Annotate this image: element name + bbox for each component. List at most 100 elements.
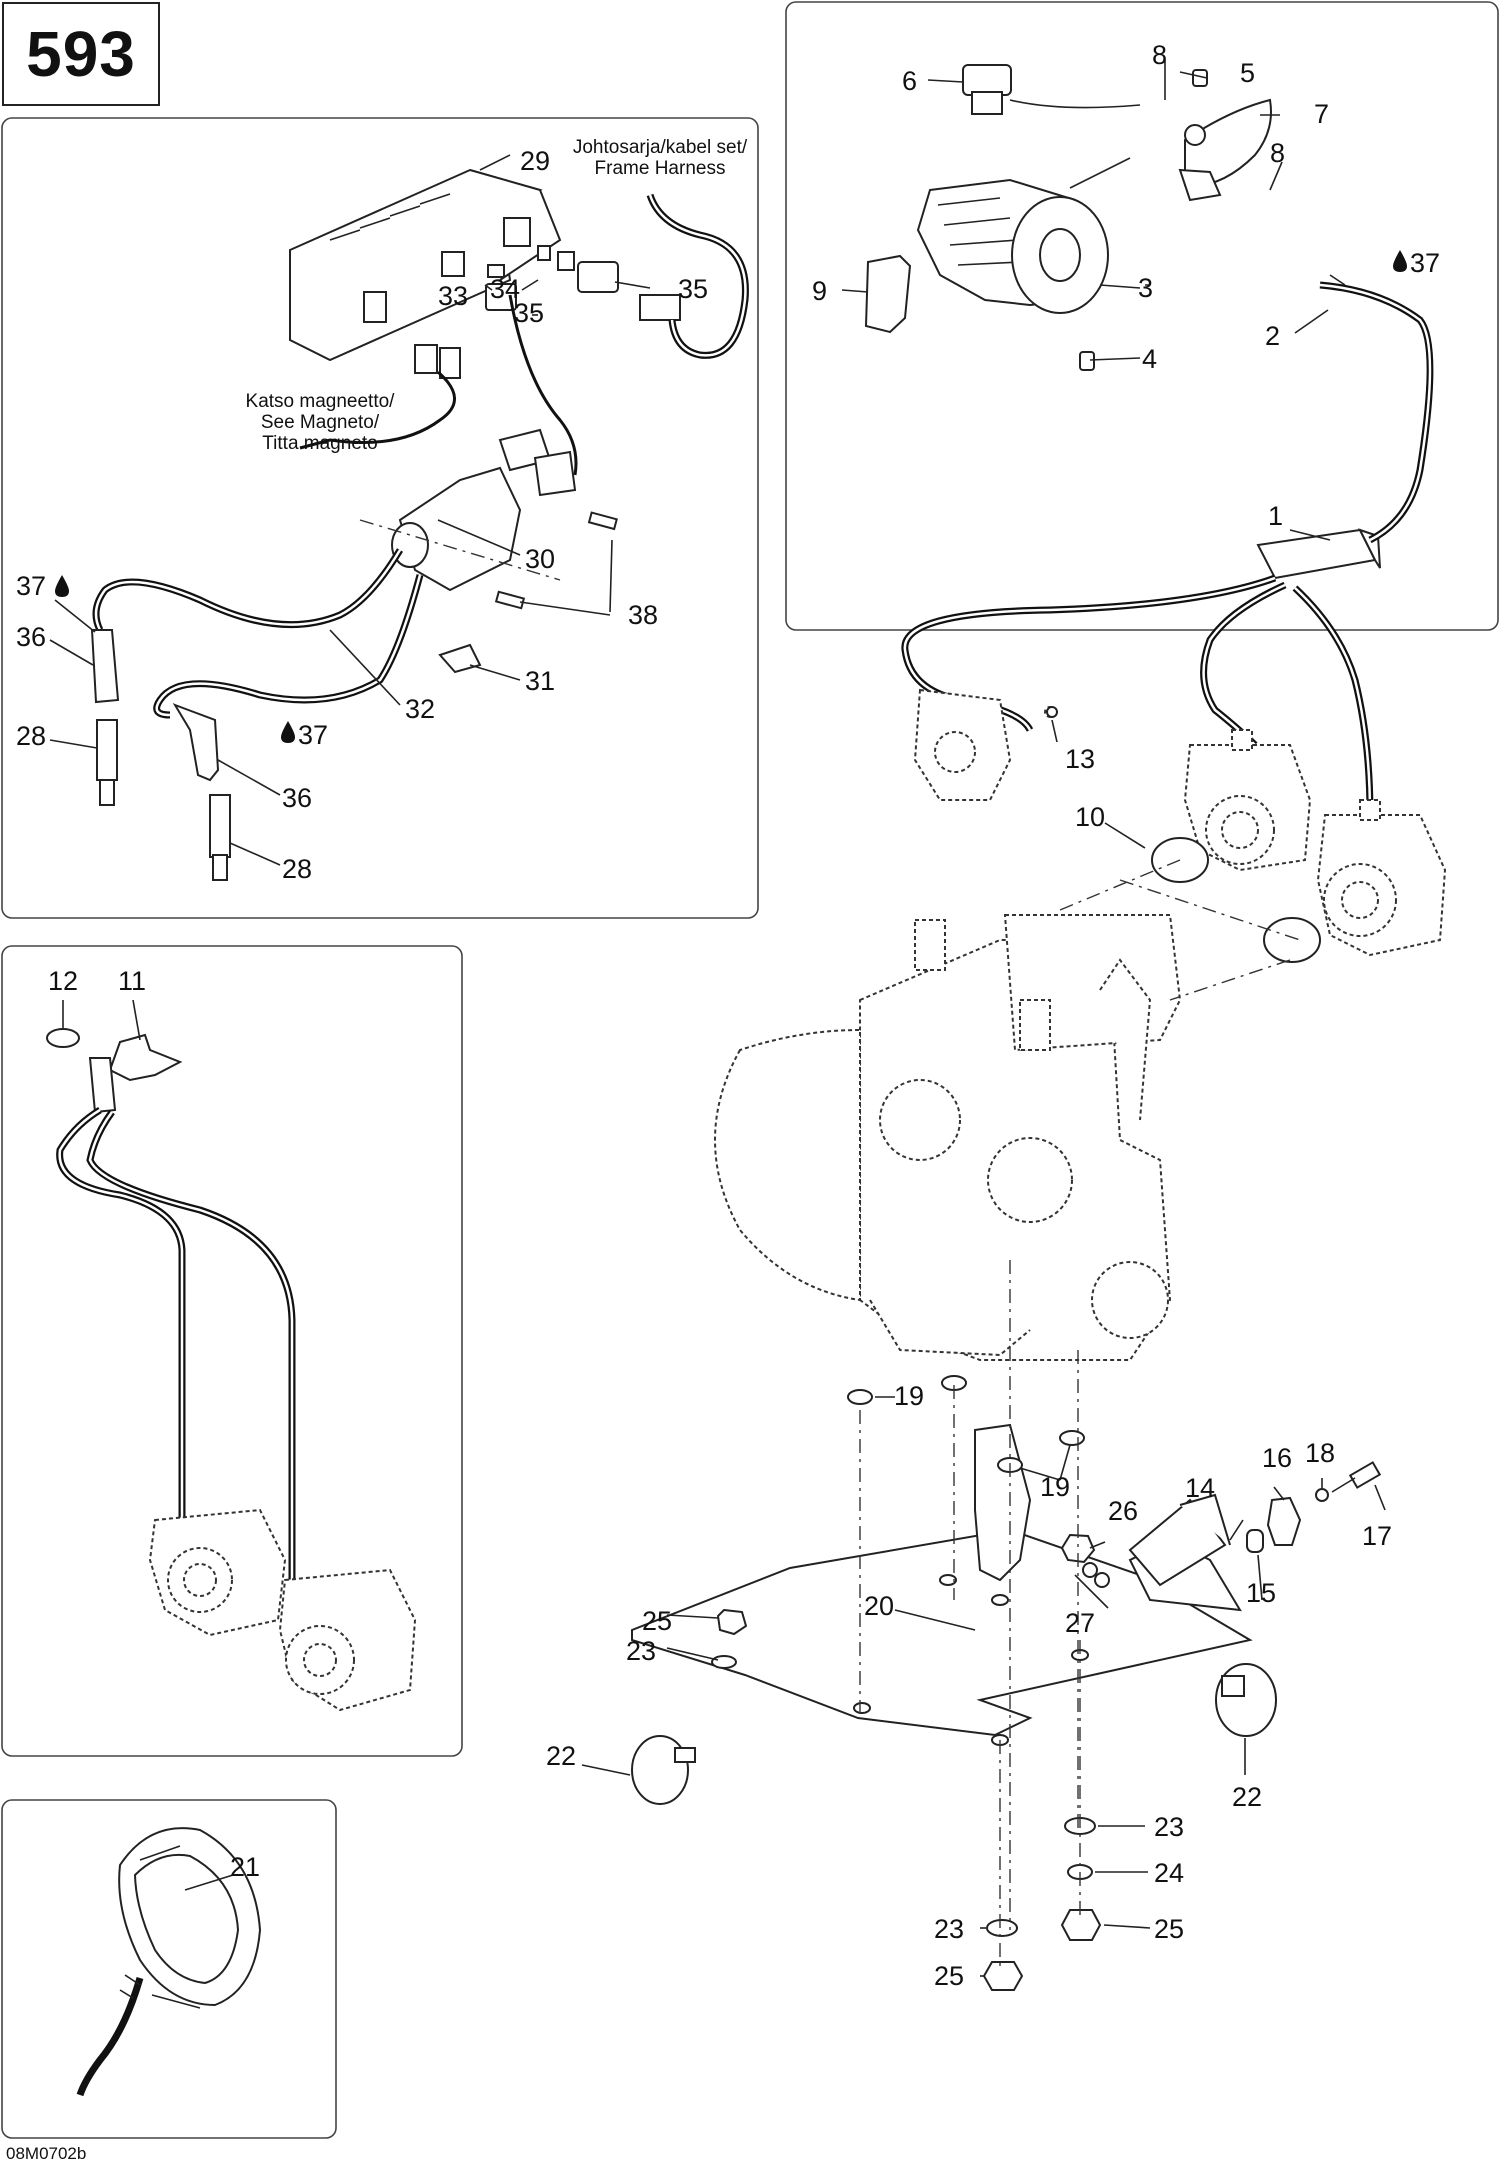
callout-3: 3 (1138, 273, 1153, 303)
throttle-lever (1178, 69, 1272, 202)
callout-9: 9 (812, 276, 827, 306)
leader-lines (49, 60, 1386, 1977)
carburetor-right (1316, 799, 1447, 957)
engine-mount-left (631, 1735, 696, 1805)
nut-25-right (1060, 1909, 1102, 1941)
callout-1: 1 (1268, 501, 1283, 531)
bolt-38b (494, 590, 526, 610)
note-frame-harness: Johtosarja/kabel set/ Frame Harness (573, 137, 748, 179)
note-see-magneto-line1: Katso magneetto/ (246, 391, 396, 412)
washer-18 (1315, 1488, 1329, 1502)
washer-19a (847, 1389, 873, 1405)
callout-28b: 28 (282, 854, 312, 884)
callouts: 1 2 3 4 5 6 7 8 8 9 10 11 12 13 14 15 16… (16, 40, 1440, 1991)
callout-21: 21 (230, 1852, 260, 1882)
panel-ignition (1, 117, 759, 919)
nut-13 (1046, 706, 1058, 718)
drop-icon (55, 575, 69, 597)
note-see-magneto-line2: See Magneto/ (261, 412, 380, 433)
nut-25-bottom (982, 1961, 1024, 1991)
note-frame-harness-line2: Frame Harness (595, 158, 726, 179)
callout-29: 29 (520, 146, 550, 176)
drawing-code: 08M0702b (6, 2144, 87, 2163)
rubber-mount-16 (1266, 1496, 1302, 1546)
callout-18: 18 (1305, 1438, 1335, 1468)
callout-19b: 19 (1040, 1472, 1070, 1502)
callout-27: 27 (1065, 1608, 1095, 1638)
callout-15: 15 (1246, 1578, 1276, 1608)
throttle-housing (916, 178, 1109, 314)
note-see-magneto: Katso magneetto/ See Magneto/ Titta magn… (246, 391, 396, 454)
drop-icon (281, 721, 295, 743)
callout-35b: 35 (678, 274, 708, 304)
callout-23c: 23 (934, 1914, 964, 1944)
nut-25-left (716, 1608, 748, 1636)
callout-34: 34 (490, 274, 520, 304)
callout-16: 16 (1262, 1443, 1292, 1473)
callout-37a-group: 37 (16, 571, 69, 601)
callout-32: 32 (405, 694, 435, 724)
callout-5: 5 (1240, 58, 1255, 88)
callout-28a: 28 (16, 721, 46, 751)
adjust-screw (1079, 351, 1095, 371)
callout-37a: 37 (16, 571, 46, 601)
washer-19d (1059, 1430, 1085, 1446)
callout-14: 14 (1185, 1473, 1215, 1503)
callout-12: 12 (48, 966, 78, 996)
callout-24: 24 (1154, 1858, 1184, 1888)
lock-washer-27a (1082, 1562, 1098, 1578)
callout-23b: 23 (1154, 1812, 1184, 1842)
harness-connectors (485, 245, 681, 321)
support-bracket (1128, 1493, 1231, 1587)
note-see-magneto-line3: Titta magneto (262, 433, 377, 454)
spark-plug-cap-left (90, 629, 120, 704)
callout-36a: 36 (16, 622, 46, 652)
callout-36b: 36 (282, 783, 312, 813)
oil-pump (913, 688, 1056, 801)
throttle-cover (864, 254, 912, 334)
grommet (118, 1827, 262, 2009)
alt-throttle-sensor (88, 1033, 183, 1114)
callout-25a: 25 (642, 1606, 672, 1636)
spacer-15 (1246, 1529, 1264, 1553)
nut-26 (1060, 1533, 1096, 1564)
callout-38: 38 (628, 600, 658, 630)
spark-plug-left (96, 719, 118, 806)
callout-4: 4 (1142, 344, 1157, 374)
callout-35a: 35 (514, 298, 544, 328)
panel-grommet (1, 1799, 337, 2139)
throttle-cable (1319, 281, 1434, 544)
callout-11: 11 (118, 966, 146, 996)
callout-20: 20 (864, 1591, 894, 1621)
callout-7: 7 (1314, 99, 1329, 129)
page-number: 593 (26, 18, 136, 90)
callout-17: 17 (1362, 1521, 1392, 1551)
callout-30: 30 (525, 544, 555, 574)
engine (714, 914, 1182, 1361)
callout-37c: 37 (1410, 248, 1440, 278)
callout-31: 31 (525, 666, 555, 696)
callout-8a: 8 (1152, 40, 1167, 70)
callout-6: 6 (902, 66, 917, 96)
carburetor-left (1183, 729, 1312, 872)
callout-37b: 37 (298, 720, 328, 750)
cdi-module (289, 168, 562, 362)
callout-19a: 19 (894, 1381, 924, 1411)
coil-bracket (438, 643, 482, 674)
callout-13: 13 (1065, 744, 1095, 774)
page-number-box: 593 (2, 2, 160, 106)
lock-washer-27b (1094, 1572, 1110, 1588)
coil-connector (414, 344, 577, 497)
clamp-right (1263, 917, 1321, 963)
bolt-38a (587, 511, 618, 531)
bolt-17 (1331, 1461, 1382, 1493)
callout-10: 10 (1075, 802, 1105, 832)
callout-23a: 23 (626, 1636, 656, 1666)
drop-icon (1393, 250, 1407, 272)
callout-22a: 22 (546, 1741, 576, 1771)
washer-23-bottom (986, 1919, 1018, 1937)
alt-carburetor-right (278, 1568, 417, 1712)
callout-26: 26 (1108, 1496, 1138, 1526)
panel-throttle-handle (785, 1, 1499, 631)
